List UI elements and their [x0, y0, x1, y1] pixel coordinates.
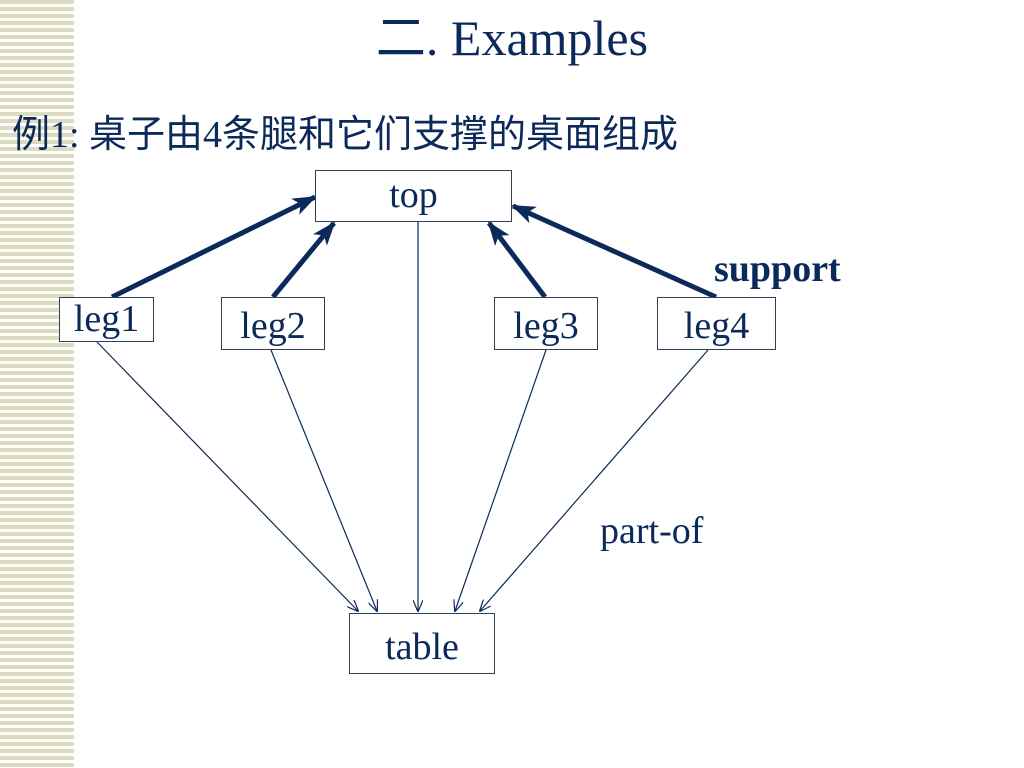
support-arrow-leg1	[110, 194, 317, 300]
node-top: top	[315, 170, 512, 222]
part-of-label: part-of	[600, 510, 704, 552]
support-arrow-leg3	[487, 221, 547, 299]
node-table: table	[349, 613, 495, 674]
support-arrow-leg2	[271, 221, 336, 299]
node-leg3: leg3	[494, 297, 598, 350]
node-leg2: leg2	[221, 297, 325, 350]
partof-arrow-leg4	[480, 349, 709, 611]
node-leg4: leg4	[657, 297, 776, 350]
partof-arrow-leg1	[96, 341, 358, 611]
partof-arrow-leg3	[455, 349, 547, 611]
node-leg1: leg1	[59, 297, 154, 342]
partof-arrow-leg2	[270, 349, 377, 611]
example-description: 例1: 桌子由4条腿和它们支撑的桌面组成	[12, 114, 679, 156]
decorative-stripe-bar	[0, 0, 74, 768]
slide-title: 二. Examples	[375, 10, 649, 66]
support-label: support	[714, 248, 841, 290]
support-arrow-leg4	[511, 203, 718, 300]
